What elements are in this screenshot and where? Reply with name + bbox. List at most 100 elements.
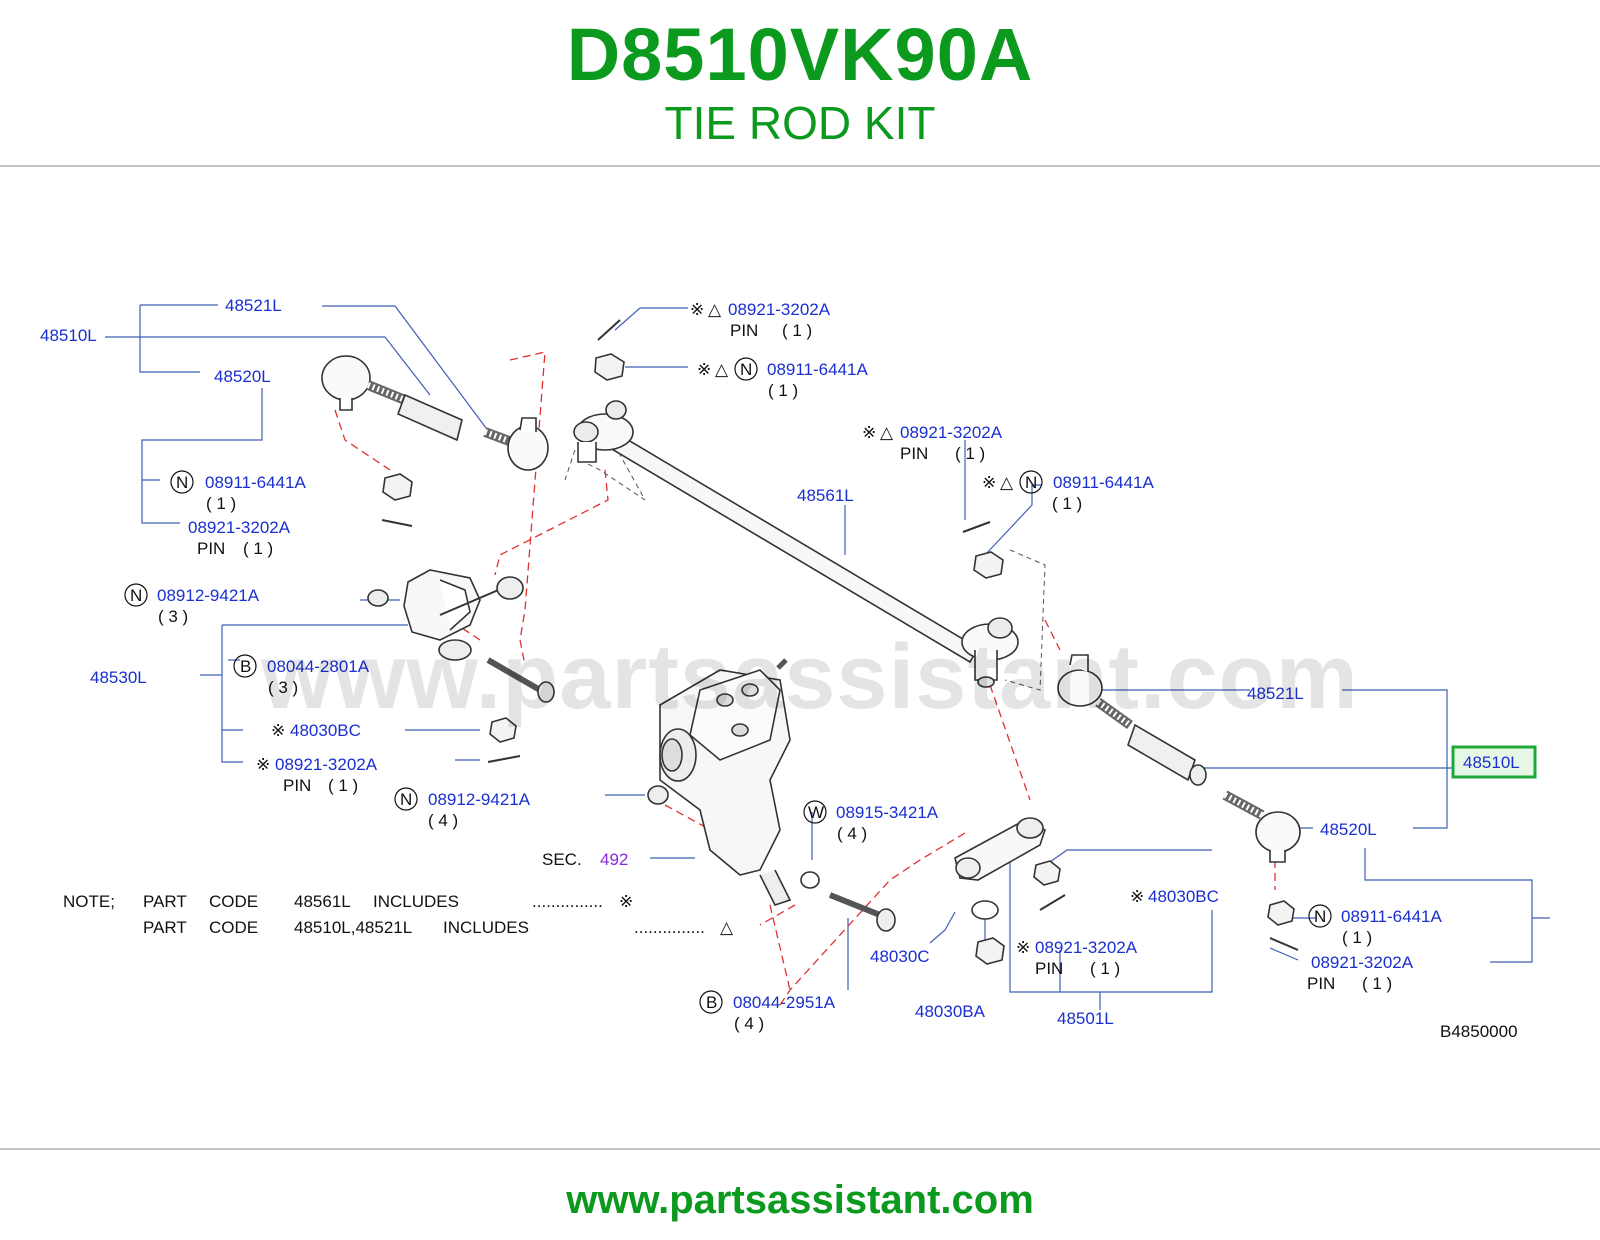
label-48520L-left: 48520L <box>214 367 271 386</box>
note-line1-symbol: ※ <box>619 892 633 911</box>
watermark: www.partsassistant.com <box>261 626 1359 728</box>
label-08911-left: 08911-6441A <box>205 473 306 492</box>
w-mark: W <box>808 803 824 822</box>
label-48520L-right: 48520L <box>1320 820 1377 839</box>
label-08921-left: 08921-3202A <box>188 518 291 537</box>
note-line1-dots: ............... <box>532 892 603 911</box>
label-48030BC-right: 48030BC <box>1148 887 1219 906</box>
n-mark: N <box>176 473 188 492</box>
n-mark: N <box>1025 473 1037 492</box>
triangle-mark: △ <box>1000 473 1014 492</box>
label-qty-top2: ( 1 ) <box>768 381 798 400</box>
label-pin-left: PIN <box>197 539 225 558</box>
reference-dashed-lines <box>564 449 1046 691</box>
top-divider <box>0 165 1600 167</box>
label-48501L: 48501L <box>1057 1009 1114 1028</box>
n-mark: N <box>740 360 752 379</box>
b-mark: B <box>240 657 251 676</box>
label-pin-br: PIN <box>1035 959 1063 978</box>
note-line2-partno: 48510L,48521L <box>294 918 412 937</box>
label-sec: SEC. <box>542 850 582 869</box>
label-pin-mid: PIN <box>900 444 928 463</box>
footer-site-link[interactable]: www.partsassistant.com <box>566 1178 1034 1222</box>
label-08911-top: 08911-6441A <box>767 360 868 379</box>
note-line1-part: PART <box>143 892 187 911</box>
note-line2-dots: ............... <box>634 918 705 937</box>
label-48521L-right: 48521L <box>1247 684 1304 703</box>
label-qty-right2: ( 1 ) <box>1362 974 1392 993</box>
note-line1-partno: 48561L <box>294 892 351 911</box>
part-code-title: D8510VK90A <box>566 13 1034 96</box>
diagram-subtitle: TIE ROD KIT <box>664 97 936 149</box>
kome-mark: ※ <box>271 721 285 740</box>
label-qty-right: ( 1 ) <box>1342 928 1372 947</box>
label-qty-2951: ( 4 ) <box>734 1014 764 1033</box>
label-08911-mid: 08911-6441A <box>1053 473 1154 492</box>
label-qty-br: ( 1 ) <box>1090 959 1120 978</box>
bottom-divider <box>0 1148 1600 1150</box>
note-line1-code: CODE <box>209 892 258 911</box>
label-08915-3421A: 08915-3421A <box>836 803 939 822</box>
kome-mark: ※ <box>256 755 270 774</box>
kome-mark: ※ <box>862 423 876 442</box>
label-qty-08915: ( 4 ) <box>837 824 867 843</box>
note-prefix: NOTE; <box>63 892 115 911</box>
label-qty-top: ( 1 ) <box>782 321 812 340</box>
label-48521L-top: 48521L <box>225 296 282 315</box>
label-qty-mid2: ( 1 ) <box>1052 494 1082 513</box>
kome-mark: ※ <box>697 360 711 379</box>
label-08911-right: 08911-6441A <box>1341 907 1442 926</box>
triangle-mark: △ <box>880 423 894 442</box>
leader-lines <box>105 304 1550 1010</box>
label-pin-top: PIN <box>730 321 758 340</box>
label-qty-left: ( 1 ) <box>206 494 236 513</box>
label-48510L-right: 48510L <box>1463 753 1520 772</box>
n-mark: N <box>1314 907 1326 926</box>
label-qty-2801: ( 3 ) <box>268 678 298 697</box>
label-08921-br: 08921-3202A <box>1035 938 1138 957</box>
label-sec-492: 492 <box>600 850 628 869</box>
label-48510L-left: 48510L <box>40 326 97 345</box>
highlight-box <box>1451 745 1537 779</box>
kome-mark: ※ <box>690 300 704 319</box>
label-48530L: 48530L <box>90 668 147 687</box>
label-08921-mid: 08921-3202A <box>900 423 1003 442</box>
label-08912-left: 08912-9421A <box>157 586 260 605</box>
label-qty-left2: ( 1 ) <box>243 539 273 558</box>
part-labels: 48510L 48521L 48520L ※ △ 08921-3202A PIN… <box>40 296 1537 1041</box>
kome-mark: ※ <box>1016 938 1030 957</box>
label-08912-mid: 08912-9421A <box>428 790 531 809</box>
label-48030C: 48030C <box>870 947 930 966</box>
note-line2-symbol: △ <box>720 918 734 937</box>
label-48561L: 48561L <box>797 486 854 505</box>
label-08921-right: 08921-3202A <box>1311 953 1414 972</box>
label-qty-left3: ( 3 ) <box>158 607 188 626</box>
triangle-mark: △ <box>708 300 722 319</box>
n-mark: N <box>400 790 412 809</box>
label-qty-lower: ( 1 ) <box>328 776 358 795</box>
label-qty-mid: ( 1 ) <box>955 444 985 463</box>
label-08921-lower: 08921-3202A <box>275 755 378 774</box>
label-08044-2801A: 08044-2801A <box>267 657 370 676</box>
label-qty-08912-mid: ( 4 ) <box>428 811 458 830</box>
label-48030BC-left: 48030BC <box>290 721 361 740</box>
label-08044-2951A: 08044-2951A <box>733 993 836 1012</box>
note-block: NOTE; PART CODE 48561L INCLUDES ........… <box>63 892 734 937</box>
header: D8510VK90A TIE ROD KIT <box>0 0 1600 168</box>
b-mark: B <box>706 993 717 1012</box>
label-pin-lower: PIN <box>283 776 311 795</box>
tie-rod-parts <box>321 319 1301 965</box>
assembly-dashed-lines <box>334 351 1276 1006</box>
note-line1-includes: INCLUDES <box>373 892 459 911</box>
note-line2-includes: INCLUDES <box>443 918 529 937</box>
n-mark: N <box>130 586 142 605</box>
note-line2-part: PART <box>143 918 187 937</box>
note-line2-code: CODE <box>209 918 258 937</box>
kome-mark: ※ <box>1130 887 1144 906</box>
label-48030BA: 48030BA <box>915 1002 986 1021</box>
label-08921-top: 08921-3202A <box>728 300 831 319</box>
diagram-reference-code: B4850000 <box>1440 1022 1518 1041</box>
label-pin-right: PIN <box>1307 974 1335 993</box>
kome-mark: ※ <box>982 473 996 492</box>
